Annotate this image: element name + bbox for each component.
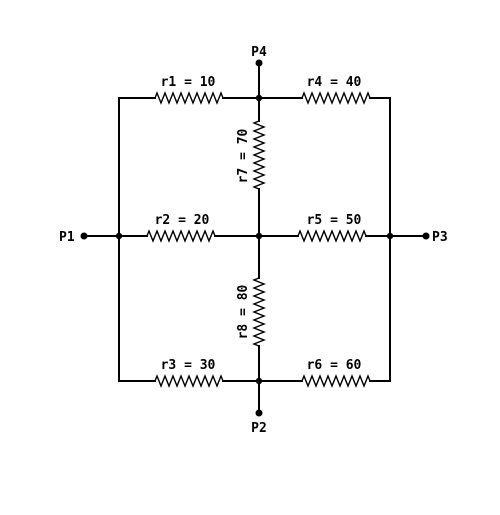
- resistor-r5: [297, 229, 367, 243]
- resistor-r2: [146, 229, 216, 243]
- wires: [83, 62, 427, 414]
- resistor-r8-label: r8 = 80: [236, 284, 251, 339]
- junction-center: [255, 232, 263, 240]
- resistor-r7: [252, 120, 266, 190]
- port-p1-terminal: [80, 232, 88, 240]
- port-p4-terminal: [255, 59, 263, 67]
- resistor-labels: r1 = 10 r4 = 40 r2 = 20 r5 = 50 r3 = 30 …: [155, 75, 362, 373]
- port-p3-label: P3: [432, 230, 448, 245]
- port-labels: P1 P3 P4 P2: [59, 45, 448, 436]
- resistor-r6-label: r6 = 60: [307, 358, 362, 373]
- resistor-r3-label: r3 = 30: [161, 358, 216, 373]
- resistor-r3: [154, 374, 224, 388]
- port-p2-label: P2: [251, 421, 267, 436]
- ports: [80, 59, 430, 417]
- port-p4-label: P4: [251, 45, 267, 60]
- resistor-r2-label: r2 = 20: [155, 213, 210, 228]
- junction-top-center: [255, 94, 263, 102]
- resistor-r4: [301, 91, 371, 105]
- junctions: [115, 94, 394, 385]
- resistors: [146, 91, 371, 388]
- resistor-r1-label: r1 = 10: [161, 75, 216, 90]
- resistor-r5-label: r5 = 50: [307, 213, 362, 228]
- junction-bottom-center: [255, 377, 263, 385]
- junction-mid-right: [386, 232, 394, 240]
- resistor-r4-label: r4 = 40: [307, 75, 362, 90]
- resistor-r6: [301, 374, 371, 388]
- resistor-r8: [252, 277, 266, 347]
- port-p2-terminal: [255, 409, 263, 417]
- resistor-r7-label: r7 = 70: [236, 128, 251, 183]
- port-p3-terminal: [422, 232, 430, 240]
- port-p1-label: P1: [59, 230, 75, 245]
- junction-mid-left: [115, 232, 123, 240]
- resistor-r1: [154, 91, 224, 105]
